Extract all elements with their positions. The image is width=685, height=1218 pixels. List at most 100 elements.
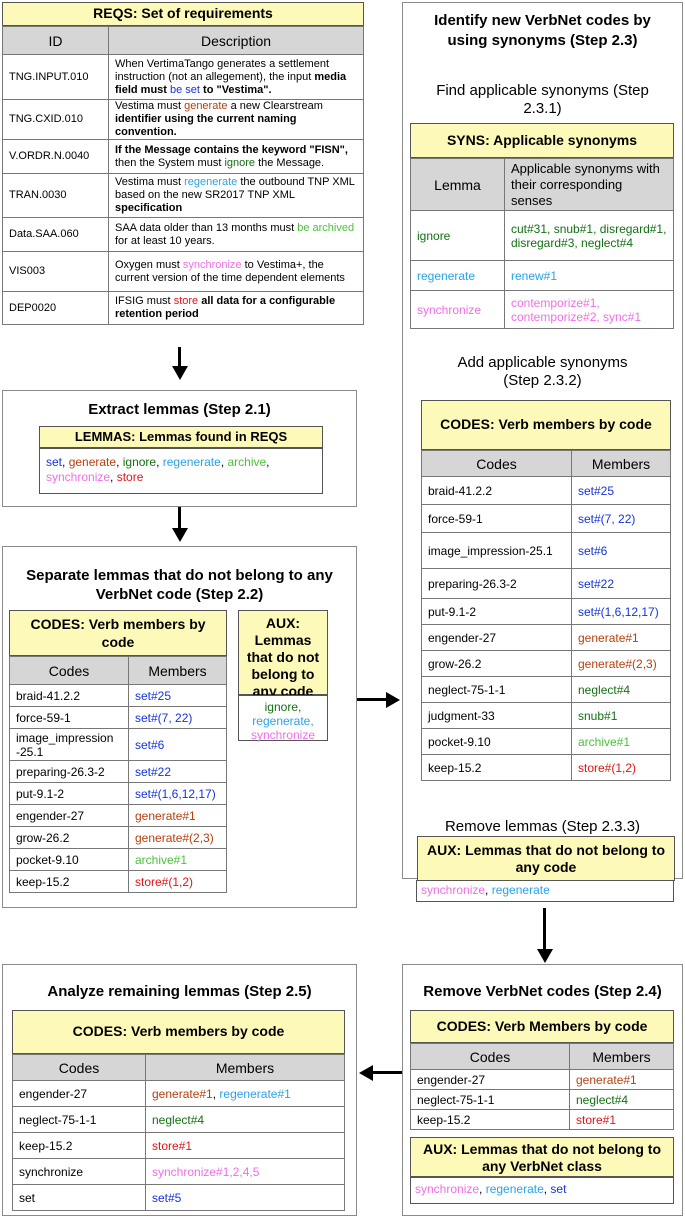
arrowhead bbox=[537, 949, 553, 963]
step24-col-members: Members bbox=[569, 1043, 674, 1070]
step25-codes-members: neglect#4 bbox=[145, 1106, 345, 1133]
req-text-segment: ignore bbox=[224, 156, 256, 169]
arrowhead bbox=[359, 1065, 373, 1081]
step23-codes-members: snub#1 bbox=[571, 702, 671, 729]
step23-sub3: Remove lemmas (Step 2.3.3) bbox=[444, 818, 641, 835]
separator: , bbox=[485, 883, 492, 897]
step22-panel: Separate lemmas that do not belong to an… bbox=[2, 546, 357, 908]
syns-synonyms: renew#1 bbox=[504, 260, 674, 291]
separator: , bbox=[543, 1182, 551, 1196]
step25-col-members: Members bbox=[145, 1054, 345, 1081]
step23-col-members: Members bbox=[571, 450, 671, 477]
syns-synonyms: contemporize#1, contemporize#2, sync#1 bbox=[504, 290, 674, 329]
step24-col-codes: Codes bbox=[410, 1043, 570, 1070]
separator: , bbox=[266, 455, 270, 469]
separator: , bbox=[110, 470, 117, 484]
step23-codes-code: neglect-75-1-1 bbox=[421, 676, 572, 703]
req-description: SAA data older than 13 months must be ar… bbox=[108, 217, 364, 252]
step22-aux-title: AUX: Lemmas that do not belong to any co… bbox=[238, 610, 328, 699]
step23-aux-title: AUX: Lemmas that do not belong to any co… bbox=[417, 836, 675, 881]
step22-codes-members: set#6 bbox=[128, 728, 227, 761]
arrowhead bbox=[386, 692, 400, 708]
lemma-item: generate bbox=[68, 455, 117, 469]
member-segment: set#5 bbox=[152, 1190, 182, 1205]
step25-codes-code: synchronize bbox=[12, 1158, 146, 1185]
req-text-segment: to Vestima+, the current version of the … bbox=[115, 258, 345, 284]
step25-codes-row: synchronize synchronize#1,2,4,5 bbox=[12, 1158, 345, 1185]
step22-codes-title: CODES: Verb members by code bbox=[9, 610, 227, 656]
step23-codes-code: engender-27 bbox=[421, 624, 572, 651]
arrow-step21-to-step22 bbox=[178, 507, 181, 529]
step23-codes-members: generate#(2,3) bbox=[571, 650, 671, 677]
step22-codes-members: generate#(2,3) bbox=[128, 826, 227, 849]
syns-col-syn: Applicable synonyms with their correspon… bbox=[504, 158, 674, 211]
separator: , bbox=[156, 455, 163, 469]
step25-codes-members: store#1 bbox=[145, 1132, 345, 1159]
req-text-segment: store bbox=[173, 295, 199, 307]
req-id: VIS003 bbox=[2, 251, 109, 292]
step24-codes-members: generate#1 bbox=[569, 1069, 674, 1090]
member-segment: generate#1 bbox=[152, 1086, 213, 1101]
syns-lemma: synchronize bbox=[410, 290, 505, 329]
req-id: TNG.INPUT.010 bbox=[2, 54, 109, 100]
aux-lemma: regenerate, bbox=[252, 714, 314, 728]
aux-lemma: regenerate bbox=[491, 883, 550, 897]
step23-codes-code: keep-15.2 bbox=[421, 754, 572, 781]
step24-codes-code: neglect-75-1-1 bbox=[410, 1089, 570, 1110]
step23-codes-members: set#6 bbox=[571, 532, 671, 569]
lemma-item: set bbox=[46, 455, 63, 469]
req-description: When VertimaTango generates a settlement… bbox=[108, 54, 364, 100]
syns-lemma: ignore bbox=[410, 210, 505, 261]
step25-col-codes: Codes bbox=[12, 1054, 146, 1081]
req-text-segment: synchronize bbox=[182, 258, 242, 271]
step24-aux-title: AUX: Lemmas that do not belong to any Ve… bbox=[410, 1137, 674, 1177]
step22-codes-code: put-9.1-2 bbox=[9, 782, 129, 805]
step22-codes-members: store#(1,2) bbox=[128, 870, 227, 893]
step25-codes-code: engender-27 bbox=[12, 1080, 146, 1107]
step23-panel: Identify new VerbNet codes by using syno… bbox=[402, 2, 683, 881]
step24-codes-members: neglect#4 bbox=[569, 1089, 674, 1110]
req-text-segment: be archived bbox=[297, 221, 355, 234]
lemma-item: ignore bbox=[122, 455, 157, 469]
lemma-item: synchronize bbox=[46, 470, 111, 484]
step21-title: Extract lemmas (Step 2.1) bbox=[88, 401, 271, 418]
lemma-item: archive bbox=[227, 455, 267, 469]
step24-codes-members: store#1 bbox=[569, 1109, 674, 1130]
syns-title: SYNS: Applicable synonyms bbox=[410, 123, 674, 158]
step22-codes-code: image_impression -25.1 bbox=[9, 728, 129, 761]
step22-codes-code: braid-41.2.2 bbox=[9, 684, 129, 707]
req-description: Vestima must generate a new Clearstream … bbox=[108, 99, 364, 140]
req-text-segment: generate bbox=[184, 100, 228, 112]
lemmas-box-title: LEMMAS: Lemmas found in REQS bbox=[39, 426, 323, 448]
step22-codes-members: set#25 bbox=[128, 684, 227, 707]
req-id: TNG.CXID.010 bbox=[2, 99, 109, 140]
member-segment: synchronize#1,2,4,5 bbox=[152, 1164, 260, 1179]
separator: , bbox=[116, 455, 123, 469]
step25-codes-code: set bbox=[12, 1184, 146, 1211]
req-text-segment: IFSIG must bbox=[115, 295, 174, 307]
req-description: IFSIG must store all data for a configur… bbox=[108, 291, 364, 325]
step24-title: Remove VerbNet codes (Step 2.4) bbox=[423, 983, 662, 1000]
aux-lemma: ignore, bbox=[264, 700, 302, 714]
req-id: DEP0020 bbox=[2, 291, 109, 325]
